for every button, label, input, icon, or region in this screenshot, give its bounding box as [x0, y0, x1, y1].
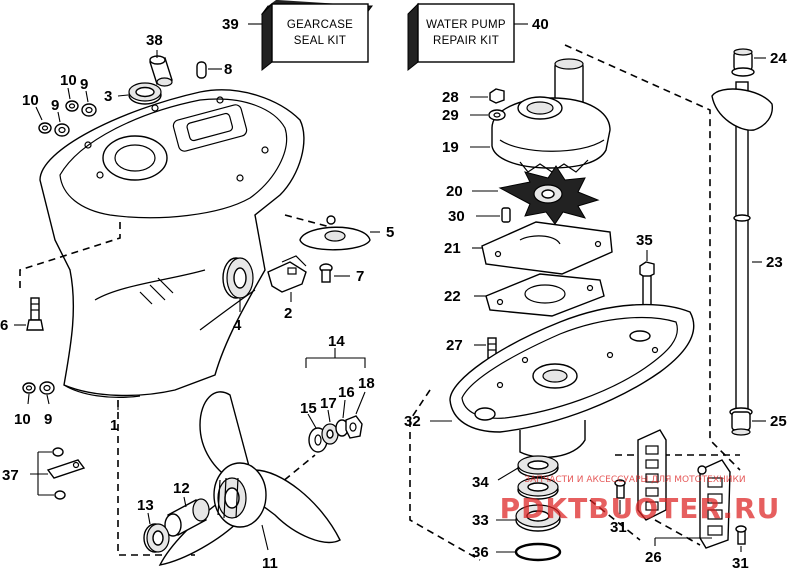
callout-28: 28 — [442, 89, 459, 106]
callout-31-right: 31 — [732, 555, 749, 572]
callout-4: 4 — [233, 317, 242, 334]
callout-38: 38 — [146, 32, 163, 49]
gearcase-seal-kit-box: GEARCASE SEAL KIT — [261, 0, 373, 72]
callout-11: 11 — [262, 555, 278, 572]
callout-17: 17 — [320, 395, 337, 412]
callout-7: 7 — [356, 268, 364, 285]
callout-24: 24 — [770, 50, 787, 67]
part-2-bracket — [267, 255, 307, 293]
callout-13: 13 — [137, 497, 154, 514]
part-12-spacer — [164, 498, 210, 537]
callout-27: 27 — [446, 337, 463, 354]
callout-9-top-left: 9 — [51, 97, 59, 114]
watermark-subtitle: ЗАПЧАСТИ И АКСЕССУАРЫ ДЛЯ МОТОТЕХНИКИ — [524, 475, 745, 485]
part-4-bearing — [222, 257, 254, 299]
part-38-seal — [149, 55, 173, 87]
callout-12: 12 — [173, 480, 190, 497]
callout-6: 6 — [0, 317, 8, 334]
part-21-wear-plate — [481, 221, 613, 275]
part-32-impeller-plate-housing — [449, 303, 695, 459]
callout-37: 37 — [2, 467, 19, 484]
water-pump-kit-line2: REPAIR KIT — [433, 35, 499, 47]
part-8-pin — [196, 61, 207, 79]
callout-35: 35 — [636, 232, 653, 249]
part-31-screw-right — [735, 525, 747, 545]
part-9-washer-bottom — [39, 381, 55, 395]
callout-14: 14 — [328, 333, 345, 350]
part-36-o-ring — [514, 542, 562, 562]
part-30-key — [501, 207, 511, 223]
callout-30: 30 — [448, 208, 465, 225]
part-10-nut-bottom — [22, 382, 36, 394]
part-24-grommet — [731, 48, 755, 77]
part-18-nut — [345, 415, 363, 439]
callout-5: 5 — [386, 224, 394, 241]
part-37-trim-tab-hardware — [46, 447, 86, 500]
part-5-cover — [299, 215, 371, 251]
part-19-pump-housing — [491, 58, 611, 173]
callout-26: 26 — [645, 549, 662, 566]
callout-10-top-left: 10 — [22, 92, 39, 109]
callout-10-bottom: 10 — [14, 411, 31, 428]
part-29-washer — [488, 109, 506, 121]
callout-32: 32 — [404, 413, 421, 430]
callout-19: 19 — [442, 139, 459, 156]
part-35-screw — [639, 261, 655, 307]
part-22-gasket — [485, 273, 605, 317]
callout-23: 23 — [766, 254, 783, 271]
callout-9-bottom: 9 — [44, 411, 52, 428]
callout-34: 34 — [472, 474, 489, 491]
part-28-nut — [489, 88, 505, 104]
callout-9-top-right: 9 — [80, 76, 88, 93]
part-3-bearing — [128, 82, 162, 105]
water-pump-repair-kit-box: WATER PUMP REPAIR KIT — [407, 2, 515, 72]
part-26-water-intake-screen-right — [697, 459, 731, 549]
part-9-washer-top-left — [54, 123, 70, 137]
callout-2: 2 — [284, 305, 292, 322]
callout-29: 29 — [442, 107, 459, 124]
gearcase-kit-line1: GEARCASE — [287, 19, 353, 31]
part-26-water-intake-screen-left — [637, 429, 667, 521]
part-9-washer-top-right — [81, 103, 97, 117]
part-13-prop-nut — [143, 523, 170, 553]
callout-36: 36 — [472, 544, 489, 561]
callout-16: 16 — [338, 384, 355, 401]
part-34-seal-upper — [517, 455, 559, 478]
callout-40: 40 — [532, 16, 549, 33]
part-10-nut-top-right — [65, 100, 79, 112]
part-31-screw-left — [614, 479, 626, 499]
gearcase-housing — [39, 89, 305, 398]
part-23-water-tube — [711, 81, 773, 423]
part-25-grommet — [729, 407, 753, 436]
callout-21: 21 — [444, 240, 461, 257]
part-20-impeller — [498, 165, 600, 225]
part-17-spacer — [321, 423, 339, 445]
callout-15: 15 — [300, 400, 317, 417]
callout-8: 8 — [224, 61, 232, 78]
callout-10-top-right: 10 — [60, 72, 77, 89]
part-10-nut-top-left — [38, 122, 52, 134]
callout-31-left: 31 — [610, 519, 627, 536]
gearcase-kit-line2: SEAL KIT — [294, 35, 346, 47]
part-33-bearing-housing — [515, 504, 561, 532]
part-11-propeller — [158, 391, 341, 566]
callout-39: 39 — [222, 16, 239, 33]
callout-18: 18 — [358, 375, 375, 392]
callout-3: 3 — [104, 88, 112, 105]
watermark-logo: PDKTBUOTER.RU — [500, 492, 781, 525]
part-7-screw — [319, 263, 333, 283]
part-34-seal-lower — [517, 477, 559, 500]
callout-20: 20 — [446, 183, 463, 200]
part-6-bolt — [26, 297, 44, 331]
water-pump-kit-line1: WATER PUMP — [426, 19, 506, 31]
callout-1: 1 — [110, 417, 118, 434]
callout-33: 33 — [472, 512, 489, 529]
callout-25: 25 — [770, 413, 787, 430]
callout-22: 22 — [444, 288, 461, 305]
